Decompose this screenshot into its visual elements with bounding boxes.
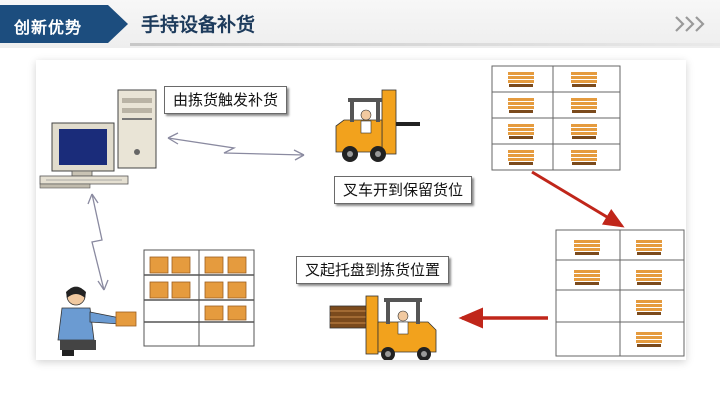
forklift-icon (335, 89, 420, 162)
section-label: 创新优势 (14, 18, 83, 37)
page-title: 手持设备补货 (141, 14, 256, 36)
forklift-icon (329, 295, 437, 360)
lift-to-pick-label: 叉起托盘到拣货位置 (296, 256, 450, 284)
worker-icon (57, 286, 137, 356)
header-bar: 创新优势 手持设备补货 (0, 0, 720, 48)
lightning-link-icon (87, 193, 109, 291)
forklift-to-reserve-label: 叉车开到保留货位 (334, 176, 473, 204)
rack-icon (491, 65, 621, 171)
replenishment-diagram (39, 65, 685, 360)
rack-icon (555, 229, 685, 357)
trigger-label: 由拣货触发补货 (164, 86, 288, 114)
arrow-icon (531, 170, 625, 228)
rack-icon (143, 249, 255, 347)
diagram-panel: 由拣货触发补货 叉车开到保留货位 叉起托盘到拣货位置 (36, 60, 686, 360)
computer-icon (39, 89, 157, 189)
header-underline (130, 43, 720, 46)
lightning-link-icon (167, 132, 305, 161)
double-chevron-right-icon[interactable] (672, 14, 712, 34)
section-tab: 创新优势 (0, 5, 128, 43)
